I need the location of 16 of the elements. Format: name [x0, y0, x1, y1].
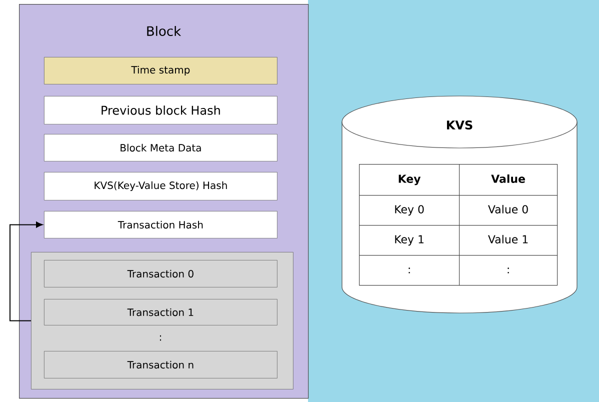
table-cell: :	[459, 255, 558, 286]
process-box: Time stamp	[44, 57, 278, 84]
table-cell: :	[359, 255, 460, 286]
process-box: Transaction 1	[44, 299, 278, 326]
table-cell: Key	[359, 164, 460, 196]
process-box: Block Meta Data	[44, 134, 278, 162]
table-cell: Value	[459, 164, 558, 196]
ellipsis-label: :	[160, 335, 162, 341]
table-cell: Value 1	[459, 225, 558, 256]
process-box: Transaction Hash	[44, 211, 278, 238]
process-box: Transaction 0	[44, 260, 278, 288]
process-box: Previous block Hash	[44, 96, 278, 124]
connector-arrow	[10, 222, 43, 322]
process-box: Transaction n	[44, 351, 278, 378]
table-cell: Value 0	[459, 195, 558, 226]
process-box: KVS(Key-Value Store) Hash	[44, 172, 278, 200]
